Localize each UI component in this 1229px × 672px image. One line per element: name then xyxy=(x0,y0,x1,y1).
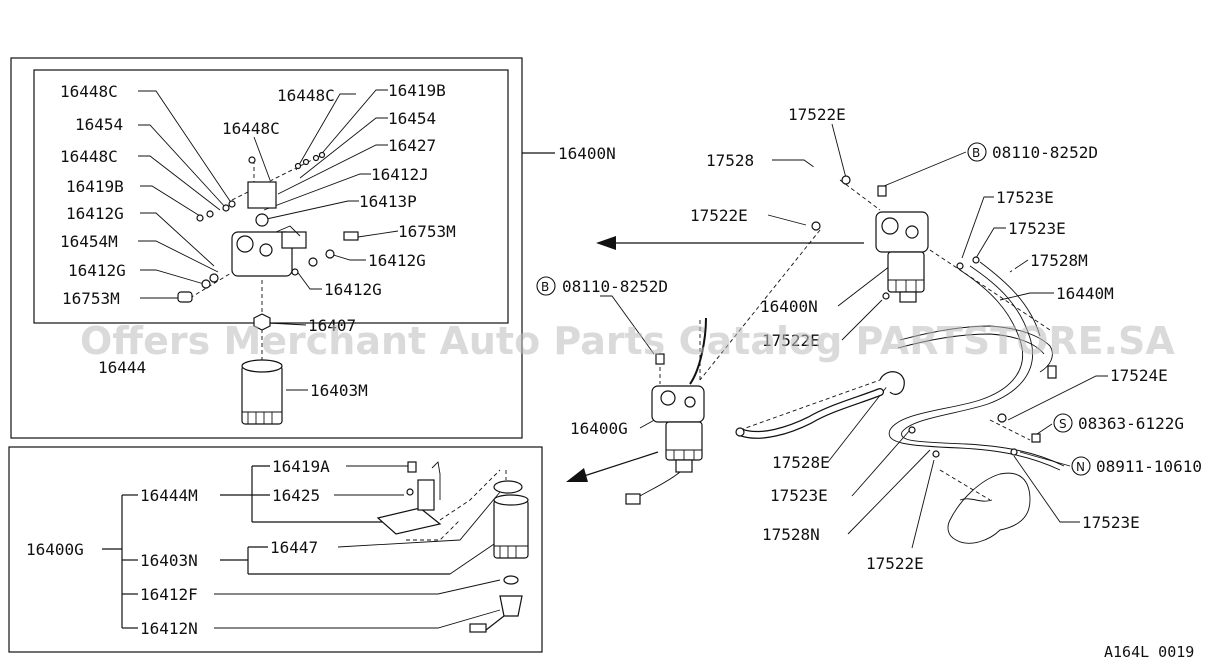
label-16400N: 16400N xyxy=(760,297,818,316)
label-16753M: 16753M xyxy=(398,222,456,241)
label-17523E: 17523E xyxy=(1008,219,1066,238)
label-16753M: 16753M xyxy=(62,289,120,308)
label-16412G: 16412G xyxy=(66,204,124,223)
label-16412N: 16412N xyxy=(140,619,198,638)
label-16444: 16444 xyxy=(98,358,146,377)
label-16412G: 16412G xyxy=(68,261,126,280)
label-16425: 16425 xyxy=(272,486,320,505)
fuel-pipes-16440M xyxy=(888,261,1065,471)
bolt-callout-b xyxy=(967,142,987,162)
label-17522E: 17522E xyxy=(788,105,846,124)
label-17522E: 17522E xyxy=(762,331,820,350)
callout-letter: B xyxy=(541,280,549,294)
label-16454: 16454 xyxy=(388,109,436,128)
label-16407: 16407 xyxy=(308,316,356,335)
label-16412G: 16412G xyxy=(368,251,426,270)
label-16454M: 16454M xyxy=(60,232,118,251)
label-16427: 16427 xyxy=(388,136,436,155)
leader-16412F xyxy=(214,579,501,595)
filter-assembly-drawing xyxy=(376,461,529,633)
label-16403N: 16403N xyxy=(140,551,198,570)
label-17523E: 17523E xyxy=(770,486,828,505)
fuel-filter-assembly-box: 16400G 16444M 16419A 16425 16403N 16447 … xyxy=(8,446,543,653)
fuel-filter-16400N-drawing xyxy=(811,175,980,303)
leader-lines-main xyxy=(600,123,1108,549)
exploded-axis xyxy=(231,155,321,201)
filter-head-drawing xyxy=(177,151,359,303)
fuel-filter-head-assembly-box: 16448C 16454 16448C 16419B 16412G 16454M… xyxy=(10,57,616,439)
filter-cartridge-drawing xyxy=(241,313,283,425)
leader-16447 xyxy=(337,491,501,548)
callout-letter: S xyxy=(1059,417,1067,431)
outer-frame xyxy=(10,57,523,439)
leader-16403N xyxy=(449,539,501,575)
label-17528N: 17528N xyxy=(762,525,820,544)
label-17528E: 17528E xyxy=(772,453,830,472)
label-17524E: 17524E xyxy=(1110,366,1168,385)
label-16400G: 16400G xyxy=(570,419,628,438)
nut-callout-n xyxy=(1071,456,1091,476)
label-17528: 17528 xyxy=(706,151,754,170)
outer-frame xyxy=(8,446,543,653)
watermark: Offers Merchant Auto Parts Catalog PARTS… xyxy=(80,319,1175,363)
fuel-line-routing: 17522E 17528 17522E B 08110-8252D 17523E… xyxy=(536,105,1202,661)
label-16400G: 16400G xyxy=(26,540,84,559)
label-16419A: 16419A xyxy=(272,457,330,476)
label-16412J: 16412J xyxy=(371,165,429,184)
label-08911-10610: 08911-10610 xyxy=(1096,457,1202,476)
bolt-callout-b xyxy=(536,276,556,296)
tree-bracket xyxy=(102,465,450,629)
label-16444M: 16444M xyxy=(140,486,198,505)
pipe-clips xyxy=(879,365,1057,458)
label-16419B: 16419B xyxy=(388,81,446,100)
label-16454: 16454 xyxy=(75,115,123,134)
label-16413P: 16413P xyxy=(359,192,417,211)
label-16448C: 16448C xyxy=(222,119,280,138)
label-08363-6122G: 08363-6122G xyxy=(1078,414,1184,433)
label-16447: 16447 xyxy=(270,538,318,557)
label-08110-8252D: 08110-8252D xyxy=(992,143,1098,162)
label-16412G: 16412G xyxy=(324,280,382,299)
leader-lines-left xyxy=(138,90,233,299)
label-16419B: 16419B xyxy=(66,177,124,196)
figure-code: A164L 0019 xyxy=(1104,643,1194,661)
label-16440M: 16440M xyxy=(1056,284,1114,303)
engine-component xyxy=(947,472,1031,544)
label-08110-8252D: 08110-8252D xyxy=(562,277,668,296)
leader-lines-right xyxy=(253,89,399,391)
label-16403M: 16403M xyxy=(310,381,368,400)
label-17523E: 17523E xyxy=(1082,513,1140,532)
label-17522E: 17522E xyxy=(866,554,924,573)
label-17523E: 17523E xyxy=(996,188,1054,207)
label-17528M: 17528M xyxy=(1030,251,1088,270)
label-16400N: 16400N xyxy=(558,144,616,163)
label-16448C: 16448C xyxy=(60,147,118,166)
label-16412F: 16412F xyxy=(140,585,198,604)
label-16448C: 16448C xyxy=(277,86,335,105)
screw-callout-s xyxy=(1053,413,1073,433)
callout-letter: B xyxy=(972,146,980,160)
fuel-filter-16400G-drawing xyxy=(625,353,745,505)
direction-arrows xyxy=(566,236,864,482)
exploded-axis xyxy=(189,269,237,299)
callout-letter: N xyxy=(1076,460,1085,474)
leader-16412N xyxy=(214,609,501,629)
label-17522E: 17522E xyxy=(690,206,748,225)
label-16448C: 16448C xyxy=(60,82,118,101)
